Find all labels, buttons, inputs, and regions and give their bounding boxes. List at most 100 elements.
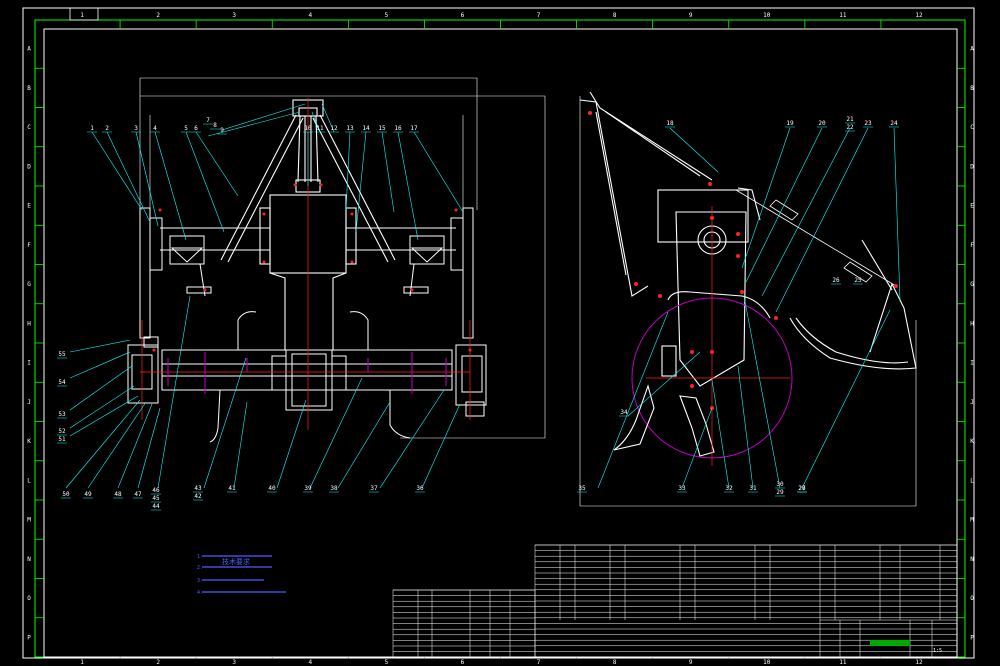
title-block-accent (870, 640, 910, 646)
front-part-label: 8 (213, 122, 217, 129)
side-part-label: 18 (666, 120, 674, 127)
front-part-label: 49 (84, 491, 92, 498)
front-part-label: 4 (153, 125, 157, 132)
sheet-frame (22, 7, 975, 659)
zone-column-label: 10 (763, 12, 771, 19)
rotor-shaft (161, 311, 453, 443)
zone-column-label: 11 (839, 12, 847, 19)
zone-column-label: 12 (915, 659, 923, 666)
note-2: 2. (197, 565, 203, 571)
zone-column-label: 5 (385, 12, 389, 19)
front-part-label: 55 (58, 351, 66, 358)
front-part-label: 16 (394, 125, 402, 132)
front-part-label: 1 (90, 125, 94, 132)
zone-row-label: I (970, 360, 974, 367)
note-3: 3. (197, 578, 203, 584)
zone-column-label: 2 (156, 12, 160, 19)
front-part-label: 10 (304, 125, 312, 132)
side-part-label: 32 (725, 485, 733, 492)
gear-case (667, 211, 771, 387)
side-part-label: 30 (776, 481, 784, 488)
front-leaders (65, 103, 464, 489)
zone-column-label: 6 (461, 659, 465, 666)
side-pivots (588, 111, 898, 410)
zone-column-label: 7 (537, 659, 541, 666)
zone-row-label: P (27, 634, 31, 641)
front-part-label: 44 (152, 503, 160, 510)
zone-row-label: M (27, 517, 31, 524)
zone-row-label: A (970, 46, 974, 53)
zone-column-label: 2 (156, 659, 160, 666)
front-part-label: 39 (304, 485, 312, 492)
zone-column-label: 9 (689, 659, 693, 666)
side-part-label: 19 (786, 120, 794, 127)
front-part-label: 2 (105, 125, 109, 132)
front-part-label: 54 (58, 379, 66, 386)
scale-value: 1:5 (933, 648, 942, 654)
front-part-label: 7 (206, 117, 210, 124)
front-part-label: 48 (114, 491, 122, 498)
side-part-label: 35 (578, 485, 586, 492)
zone-row-label: M (970, 517, 974, 524)
zone-column-label: 1 (80, 659, 84, 666)
side-part-label: 21 (846, 116, 854, 123)
front-part-label: 5 (184, 125, 188, 132)
side-leaders (597, 127, 901, 489)
zone-row-label: F (970, 242, 974, 249)
zone-row-label: H (27, 320, 31, 327)
ridger-blade (789, 239, 917, 370)
zone-row-label: L (27, 477, 31, 484)
zone-row-label: J (27, 399, 31, 406)
zone-column-label: 12 (915, 12, 923, 19)
zone-row-label: G (970, 281, 974, 288)
side-part-label: 25 (854, 277, 862, 284)
side-part-label: 22 (846, 124, 854, 131)
zone-row-label: A (27, 46, 31, 53)
zone-column-label: 7 (537, 12, 541, 19)
zone-row-label: K (970, 438, 974, 445)
front-part-label: 53 (58, 411, 66, 418)
zone-column-label: 4 (308, 659, 312, 666)
zone-row-label: N (27, 556, 31, 563)
hitch-linkage (579, 91, 761, 297)
zone-column-label: 10 (763, 659, 771, 666)
zone-row-label: F (27, 242, 31, 249)
front-part-label: 37 (370, 485, 378, 492)
front-part-label: 40 (268, 485, 276, 492)
notes-title: 技术要求 (222, 557, 250, 566)
zone-row-label: J (970, 399, 974, 406)
zone-row-label: E (27, 203, 31, 210)
side-part-label: 28 (798, 485, 806, 492)
side-part-label: 31 (749, 485, 757, 492)
front-part-label: 46 (152, 487, 160, 494)
zone-row-label: B (970, 85, 974, 92)
note-1: 1. (197, 554, 203, 560)
front-dimension-lines (139, 77, 546, 439)
front-part-label: 47 (134, 491, 142, 498)
zone-row-label: N (970, 556, 974, 563)
front-part-label: 15 (378, 125, 386, 132)
zone-row-label: C (27, 124, 31, 131)
front-part-label: 14 (362, 125, 370, 132)
zone-column-label: 8 (613, 659, 617, 666)
front-part-label: 42 (194, 493, 202, 500)
front-view (127, 77, 546, 443)
front-part-label: 17 (410, 125, 418, 132)
main-beam (160, 227, 456, 251)
side-part-label: 33 (678, 485, 686, 492)
zone-row-label: G (27, 281, 31, 288)
front-part-label: 9 (220, 127, 224, 134)
side-part-label: 26 (832, 277, 840, 284)
zone-row-label: O (970, 595, 974, 602)
technical-notes: 技术要求 1. 2. 3. 4. (197, 554, 286, 596)
notes-lines (202, 555, 286, 593)
front-part-label: 52 (58, 428, 66, 435)
zone-column-label: 4 (308, 12, 312, 19)
parts-list (392, 544, 958, 658)
side-dimension-lines (579, 96, 917, 507)
zone-row-label: I (27, 360, 31, 367)
hitch-mast (220, 99, 396, 263)
side-center-lines (646, 206, 790, 466)
